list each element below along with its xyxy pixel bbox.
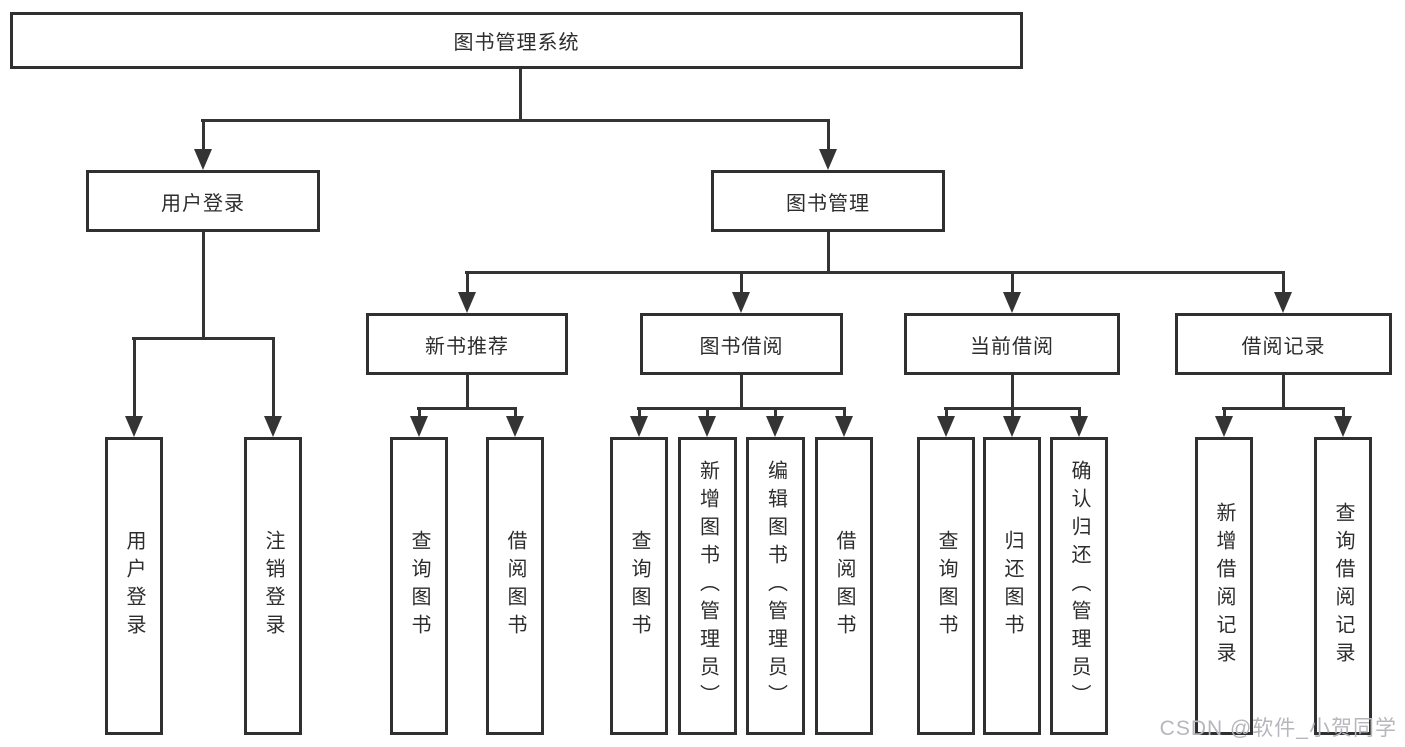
leaf-user-login: 用户登录 [105, 437, 163, 735]
node-current-borrowing: 当前借阅 [904, 313, 1120, 375]
csdn-watermark: CSDN @软件_小贺同学 [1159, 717, 1397, 740]
leaf-add-books-admin: 新增图书（管理员） [678, 437, 737, 735]
node-label: 注销登录 [262, 530, 284, 642]
connector-drop-line [513, 408, 517, 417]
connector-drop-line [465, 272, 469, 293]
arrow-down-icon [1003, 416, 1021, 437]
node-label: 用户登录 [123, 530, 145, 642]
arrow-down-icon [1070, 416, 1088, 437]
arrow-down-icon [819, 149, 837, 170]
connector-drop-line [132, 338, 136, 417]
arrow-down-icon [766, 416, 784, 437]
connector-drop-line [739, 272, 743, 293]
node-label: 用户登录 [161, 192, 245, 215]
leaf-logout: 注销登录 [244, 437, 302, 735]
connector-drop-line [637, 408, 641, 417]
node-book-management: 图书管理 [711, 170, 945, 232]
node-label: 借阅记录 [1241, 335, 1326, 358]
arrow-down-icon [264, 416, 282, 437]
connector-drop-line [201, 120, 205, 150]
connector-horizontal-line [201, 119, 830, 122]
connector-drop-line [1281, 272, 1285, 293]
node-label: 借阅图书 [833, 530, 855, 642]
node-label: 归还图书 [1001, 530, 1023, 642]
node-label: 新书推荐 [425, 335, 509, 358]
node-label: 图书管理系统 [453, 32, 580, 54]
connector-stem-line [739, 375, 743, 408]
arrow-down-icon [1274, 292, 1292, 313]
connector-stem-line [518, 69, 522, 120]
connector-stem-line [201, 232, 205, 338]
node-library-management-system: 图书管理系统 [10, 12, 1023, 69]
connector-drop-line [271, 338, 275, 417]
node-label: 查询借阅记录 [1332, 502, 1354, 670]
node-borrowing-records: 借阅记录 [1175, 313, 1392, 375]
node-label: 新增图书（管理员） [696, 460, 719, 712]
node-label: 查询图书 [628, 530, 650, 642]
node-label: 新增借阅记录 [1213, 502, 1235, 670]
connector-drop-line [1077, 408, 1081, 417]
connector-drop-line [826, 120, 830, 150]
node-book-borrowing: 图书借阅 [640, 313, 843, 375]
node-new-book-recommendation: 新书推荐 [366, 313, 568, 375]
arrow-down-icon [1334, 416, 1352, 437]
connector-drop-line [417, 408, 421, 417]
connector-drop-line [1222, 408, 1226, 417]
node-label: 图书借阅 [699, 335, 784, 358]
connector-horizontal-line [417, 407, 517, 410]
node-label: 借阅图书 [504, 530, 526, 642]
connector-drop-line [705, 408, 709, 417]
connector-stem-line [1010, 375, 1014, 408]
connector-stem-line [826, 232, 830, 272]
node-label: 查询图书 [935, 530, 957, 642]
arrow-down-icon [1215, 416, 1233, 437]
leaf-add-borrow-record: 新增借阅记录 [1195, 437, 1253, 735]
connector-drop-line [842, 408, 846, 417]
leaf-borrow-books: 借阅图书 [815, 437, 873, 735]
connector-drop-line [773, 408, 777, 417]
connector-drop-line [1341, 408, 1345, 417]
leaf-query-borrow-record: 查询借阅记录 [1314, 437, 1372, 735]
node-label: 确认归还（管理员） [1068, 460, 1090, 712]
connector-stem-line [465, 375, 469, 408]
leaf-query-books-current: 查询图书 [917, 437, 975, 735]
connector-horizontal-line [637, 407, 846, 410]
node-user-login: 用户登录 [86, 170, 320, 232]
leaf-query-books-borrowing: 查询图书 [610, 437, 668, 735]
leaf-return-books: 归还图书 [983, 437, 1041, 735]
arrow-down-icon [506, 416, 524, 437]
connector-stem-line [1281, 375, 1285, 408]
arrow-down-icon [1003, 292, 1021, 313]
arrow-down-icon [194, 149, 212, 170]
connector-horizontal-line [1222, 407, 1345, 410]
node-label: 查询图书 [408, 530, 430, 642]
arrow-down-icon [937, 416, 955, 437]
leaf-query-books-recommend: 查询图书 [390, 437, 448, 735]
leaf-edit-books-admin: 编辑图书（管理员） [746, 437, 805, 735]
connector-drop-line [944, 408, 948, 417]
arrow-down-icon [410, 416, 428, 437]
connector-horizontal-line [132, 337, 275, 340]
connector-drop-line [1010, 272, 1014, 293]
leaf-borrow-books-recommend: 借阅图书 [486, 437, 544, 735]
node-label: 当前借阅 [970, 335, 1054, 358]
arrow-down-icon [732, 292, 750, 313]
arrow-down-icon [698, 416, 716, 437]
arrow-down-icon [125, 416, 143, 437]
connector-horizontal-line [465, 271, 1285, 274]
connector-drop-line [1010, 408, 1014, 417]
arrow-down-icon [835, 416, 853, 437]
arrow-down-icon [458, 292, 476, 313]
node-label: 编辑图书（管理员） [764, 460, 787, 712]
arrow-down-icon [630, 416, 648, 437]
leaf-confirm-return-admin: 确认归还（管理员） [1050, 437, 1108, 735]
node-label: 图书管理 [786, 192, 870, 215]
